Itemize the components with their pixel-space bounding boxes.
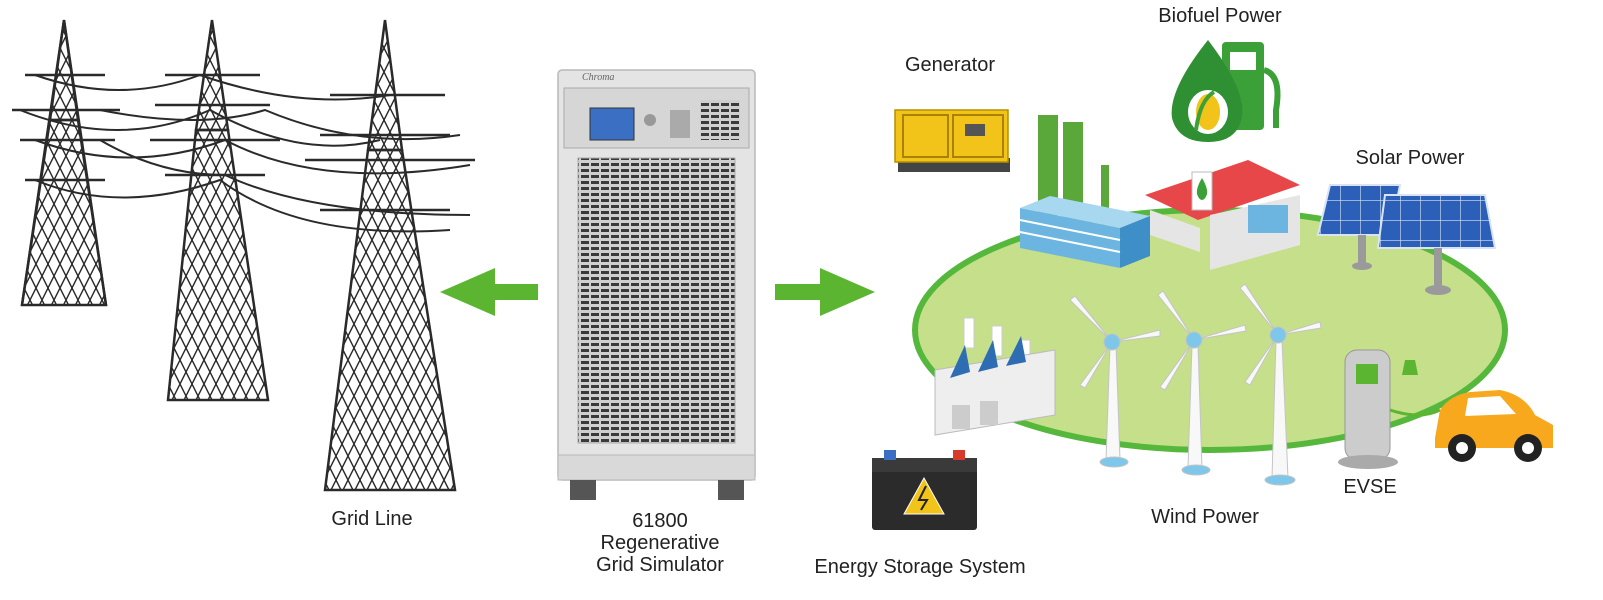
car-icon: [1435, 390, 1553, 462]
ev-charger-icon: [1338, 349, 1441, 469]
factory-icon: [934, 317, 1056, 436]
wind-turbine-icon: [1157, 290, 1247, 476]
grid-line-label: Grid Line: [331, 508, 413, 530]
evse-label: EVSE: [1343, 476, 1397, 498]
solar-panel-icon: [1316, 184, 1497, 295]
wind-label: Wind Power: [1151, 506, 1259, 528]
simulator-label: 61800 Regenerative Grid Simulator: [575, 510, 745, 576]
biofuel-label: Biofuel Power: [1158, 5, 1282, 27]
transmission-tower-icon: [150, 19, 280, 402]
simulator-name-line2: Grid Simulator: [596, 554, 724, 576]
power-plant-icon: [1019, 115, 1150, 268]
arrow-left-icon: [440, 268, 538, 316]
generator-label: Generator: [904, 54, 996, 76]
solar-label: Solar Power: [1355, 147, 1465, 169]
arrow-right-icon: [775, 268, 875, 316]
simulator-model: 61800: [632, 510, 688, 532]
generator-icon: [894, 109, 1010, 172]
transmission-towers: [12, 19, 475, 492]
cabinet-brand-text: Chroma: [582, 72, 614, 83]
grid-simulator-cabinet-icon: [557, 69, 756, 500]
storage-label: Energy Storage System: [814, 556, 1026, 578]
gas-station-icon: [1145, 160, 1300, 270]
biofuel-pump-icon: [1171, 40, 1281, 142]
wind-turbine-icon: [1069, 295, 1161, 468]
wind-turbine-icon: [1239, 283, 1322, 486]
battery-icon: [872, 450, 977, 530]
transmission-tower-icon: [305, 19, 475, 492]
transmission-tower-icon: [12, 19, 120, 307]
simulator-name-line1: Regenerative: [600, 532, 720, 554]
